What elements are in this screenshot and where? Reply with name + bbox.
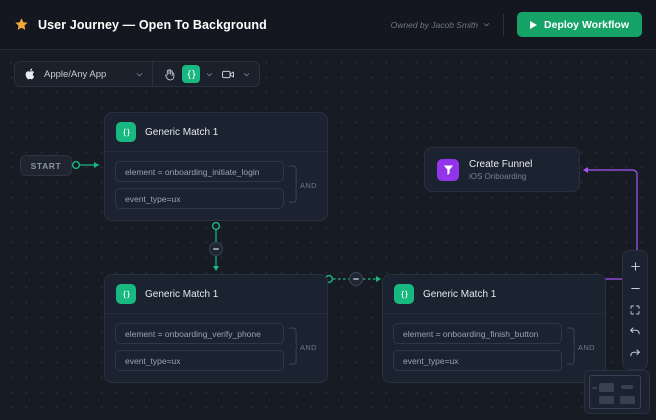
header-left: User Journey — Open To Background (14, 17, 267, 32)
and-operator: AND (288, 165, 317, 205)
hand-tool-button[interactable] (160, 65, 178, 83)
funnel-icon (437, 158, 459, 181)
video-tool-button[interactable] (219, 65, 237, 83)
zoom-in-button[interactable] (624, 256, 646, 276)
match-node-3[interactable]: Generic Match 1 element = onboarding_fin… (382, 274, 606, 383)
app-selector-dropdown[interactable]: Apple/Any App (15, 62, 152, 86)
apple-icon (25, 68, 35, 80)
node-body: element = onboarding_finish_button event… (383, 314, 605, 382)
condition-pill[interactable]: element = onboarding_finish_button (393, 323, 562, 344)
match-node-1[interactable]: Generic Match 1 element = onboarding_ini… (104, 112, 328, 221)
hand-icon (164, 68, 175, 80)
deploy-workflow-button[interactable]: Deploy Workflow (517, 12, 642, 37)
toolbar-tools (153, 65, 259, 83)
fit-to-screen-icon (630, 305, 640, 315)
chevron-down-icon (207, 72, 213, 76)
node-header: Generic Match 1 (383, 275, 605, 314)
minimap-node (599, 383, 614, 392)
condition-pill[interactable]: element = onboarding_initiate_login (115, 161, 284, 182)
condition-list: element = onboarding_initiate_login even… (115, 161, 284, 209)
minimap-node (592, 387, 597, 389)
minimap[interactable] (584, 370, 650, 414)
code-brackets-icon (394, 284, 414, 304)
chevron-down-icon (483, 23, 490, 27)
node-body: element = onboarding_verify_phone event_… (105, 314, 327, 382)
node-title: Generic Match 1 (423, 288, 497, 300)
fit-to-screen-button[interactable] (624, 300, 646, 320)
and-label: AND (299, 180, 317, 190)
condition-pill[interactable]: event_type=ux (115, 188, 284, 209)
plus-icon (630, 261, 640, 271)
app-selector-label: Apple/Any App (44, 68, 107, 80)
redo-icon (630, 349, 640, 357)
video-camera-icon (221, 70, 234, 78)
minimap-node (620, 396, 635, 404)
page-title: User Journey — Open To Background (38, 17, 267, 32)
play-icon (530, 20, 538, 29)
minimap-viewport (589, 375, 641, 409)
and-label: AND (299, 342, 317, 352)
brace-icon (566, 327, 575, 365)
header-divider (503, 13, 505, 36)
owner-label: Owned by Jacob Smith (390, 19, 479, 30)
view-controls (622, 250, 648, 370)
deploy-label: Deploy Workflow (544, 18, 629, 31)
code-brackets-icon (187, 69, 196, 79)
brace-icon (288, 165, 297, 203)
funnel-subtitle: iOS Onboarding (469, 171, 527, 181)
code-tool-button[interactable] (182, 65, 201, 83)
minimap-node (621, 385, 633, 389)
condition-pill[interactable]: event_type=ux (115, 350, 284, 371)
node-title: Generic Match 1 (145, 288, 219, 300)
undo-icon (630, 327, 640, 335)
video-tool-dropdown[interactable] (241, 65, 252, 83)
node-body: element = onboarding_initiate_login even… (105, 152, 327, 220)
funnel-title: Create Funnel (469, 158, 533, 170)
start-node[interactable]: START (20, 155, 72, 176)
funnel-text: Create Funnel iOS Onboarding (469, 159, 532, 181)
condition-list: element = onboarding_finish_button event… (393, 323, 562, 371)
header-right: Owned by Jacob Smith Deploy Workflow (391, 12, 642, 37)
and-operator: AND (566, 327, 595, 367)
undo-button[interactable] (624, 322, 646, 342)
match-node-2[interactable]: Generic Match 1 element = onboarding_ver… (104, 274, 328, 383)
app-header: User Journey — Open To Background Owned … (0, 0, 656, 50)
star-icon[interactable] (14, 17, 29, 32)
condition-pill[interactable]: event_type=ux (393, 350, 562, 371)
owner-dropdown[interactable]: Owned by Jacob Smith (391, 20, 503, 30)
code-brackets-icon (116, 122, 136, 142)
node-header: Generic Match 1 (105, 113, 327, 152)
edge-collapse-button-vertical[interactable] (209, 242, 223, 256)
and-operator: AND (288, 327, 317, 367)
condition-pill[interactable]: element = onboarding_verify_phone (115, 323, 284, 344)
zoom-out-button[interactable] (624, 278, 646, 298)
chevron-down-icon (244, 72, 250, 76)
and-label: AND (577, 342, 595, 352)
code-brackets-icon (116, 284, 136, 304)
workflow-canvas[interactable]: Apple/Any App (0, 50, 656, 420)
code-tool-dropdown[interactable] (204, 65, 215, 83)
node-title: Generic Match 1 (145, 126, 219, 138)
edge-collapse-button-horizontal[interactable] (349, 272, 363, 286)
condition-list: element = onboarding_verify_phone event_… (115, 323, 284, 371)
create-funnel-node[interactable]: Create Funnel iOS Onboarding (424, 147, 580, 192)
minus-icon (630, 287, 640, 289)
toolbar-divider (152, 61, 154, 87)
canvas-toolbar: Apple/Any App (14, 61, 261, 87)
node-header: Generic Match 1 (105, 275, 327, 314)
chevron-down-icon (137, 72, 143, 76)
redo-button[interactable] (624, 344, 646, 364)
brace-icon (288, 327, 297, 365)
minimap-node (599, 396, 614, 404)
